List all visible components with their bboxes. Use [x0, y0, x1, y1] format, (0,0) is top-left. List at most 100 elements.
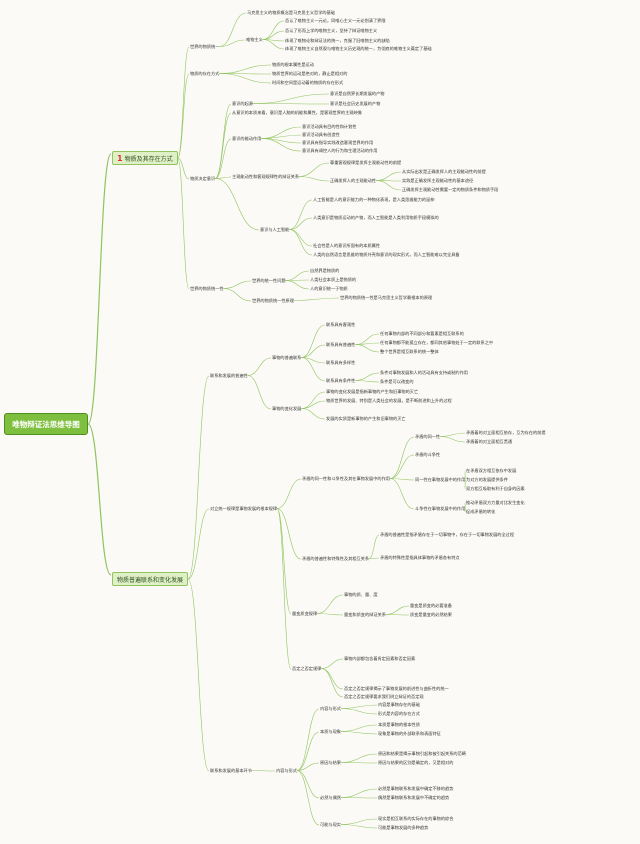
- node-kn[interactable]: 可能与现实: [320, 822, 341, 827]
- node-zg2[interactable]: 正确发挥人的主观能动性: [330, 178, 377, 183]
- node-nr2[interactable]: 形式是内容的存在方式: [378, 711, 420, 716]
- node-fz1[interactable]: 事物的变化发展是指新事物的产生和旧事物的灭亡: [326, 389, 419, 394]
- node-kn1[interactable]: 现实是相互联系的实际存在的事物的综合: [378, 816, 454, 821]
- node-bz2[interactable]: 现象是事物的外部联系和表面特征: [378, 731, 441, 736]
- node-mz-c1[interactable]: 在矛盾双方相互依存中发展: [466, 468, 517, 473]
- node-gl2[interactable]: 否认了形而上学的唯物主义，坚持了辩证唯物主义: [285, 28, 378, 33]
- node-mz-b[interactable]: 矛盾的斗争性: [415, 452, 441, 457]
- node-ys-q1[interactable]: 意识是自然界长期发展的产物: [330, 91, 385, 96]
- node-ys-qiyuan[interactable]: 意识的起源: [232, 101, 253, 106]
- node-nr1[interactable]: 内容是事物存在的基础: [378, 702, 420, 707]
- node-mz-d1[interactable]: 推动矛盾双方力量对比发生变化: [466, 500, 525, 505]
- node-gl1[interactable]: 否认了唯物主义一元论，同唯心主义一元论划清了界限: [285, 18, 386, 23]
- node-bz1[interactable]: 本质是事物的根本性质: [378, 722, 420, 727]
- node-yishi[interactable]: 物质决定意识: [190, 176, 216, 181]
- node-mz-c[interactable]: 同一性在事物发展中的作用: [415, 477, 466, 482]
- node-lx-d[interactable]: 联系具有条件性: [326, 378, 356, 383]
- node-zl2b[interactable]: 质变是量变的必然结果: [410, 612, 452, 617]
- node-shijie-benyuan[interactable]: 世界的物质统一: [190, 44, 220, 49]
- node-lx-d1[interactable]: 条件对事物发展和人的活动具有支持或制约作用: [380, 370, 468, 375]
- node-mz-pt1[interactable]: 矛盾的普遍性是指矛盾存在于一切事物中，存在于一切事物发展的全过程: [380, 532, 515, 537]
- node-mz-c3[interactable]: 双方相互吸取有利于自身的因素: [466, 486, 525, 491]
- root-topic[interactable]: 唯物辩证法思维导图: [4, 413, 88, 435]
- node-rg1[interactable]: 人工智能是人的意识能力的一种物化表现，是人类思维能力的延伸: [313, 197, 435, 202]
- node-mz-a2[interactable]: 矛盾着的对立面相互贯通: [466, 439, 513, 444]
- node-fzy2[interactable]: 意识活动具有创造性: [302, 132, 340, 137]
- node-bzxx[interactable]: 本质与现象: [320, 729, 341, 734]
- node-sj1[interactable]: 世界的统一性问题: [252, 278, 286, 283]
- node-fd2[interactable]: 否定之否定规律揭示了事物发展的前进性与曲折性的统一: [344, 686, 449, 691]
- node-mz-d[interactable]: 斗争性在事物发展中的作用: [415, 506, 466, 511]
- node-nr-group[interactable]: 内容与形式: [276, 768, 297, 773]
- node-yd3[interactable]: 时间和空间是运动着的物质的存在形式: [272, 80, 344, 85]
- node-sj1c[interactable]: 人的意识统一于物质: [310, 286, 348, 291]
- node-zg1[interactable]: 尊重客观规律是发挥主观能动性的前提: [330, 160, 402, 165]
- node-rg4[interactable]: 人类的自然语言是思维的物质外壳和意识的现实形式，而人工智能难以完全具备: [313, 252, 460, 257]
- node-zlgl[interactable]: 量变质变规律: [292, 611, 318, 616]
- node-ys-benzhi[interactable]: 从意识的本质来看，意识是人脑的机能和属性，是客观世界的主观映像: [232, 110, 362, 115]
- node-lx-c[interactable]: 联系具有多样性: [326, 360, 356, 365]
- node-mz-c2[interactable]: 为对方的发展提供条件: [466, 477, 508, 482]
- node-lx-b1[interactable]: 任何事物内部的不同部分和要素是相互联系的: [380, 331, 464, 336]
- node-gl3[interactable]: 体现了唯物论和辩证法的统一，克服了旧唯物主义的缺陷: [285, 38, 390, 43]
- node-sj2[interactable]: 世界的物质统一性原理: [252, 298, 294, 303]
- node-yd1[interactable]: 物质的根本属性是运动: [272, 62, 314, 67]
- node-mz-pt2[interactable]: 矛盾的特殊性是指具体事物的矛盾各有特点: [380, 555, 460, 560]
- branch-matter[interactable]: 1 物质及其存在方式: [112, 151, 178, 165]
- node-fd1[interactable]: 事物内部都包含着肯定因素和否定因素: [344, 656, 416, 661]
- node-rg2[interactable]: 人类意识是物质运动的产物，而人工智能是人类利用物质手段模拟的: [313, 215, 439, 220]
- node-zl1[interactable]: 事物的质、量、度: [344, 592, 378, 597]
- node-fz2[interactable]: 物质世界的发展、特别是人类社会的发展，是不断前进和上升的过程: [326, 398, 452, 403]
- node-zg2c[interactable]: 正确发挥主观能动性需要一定的物质条件和物质手段: [402, 187, 499, 192]
- node-fd3[interactable]: 否定之否定规律要求我们树立辩证的否定观: [344, 694, 424, 699]
- node-rgzn[interactable]: 意识与人工智能: [260, 227, 290, 232]
- node-gl4[interactable]: 体现了唯物主义自然观与唯物主义历史观的统一，为彻底的唯物主义奠定了基础: [285, 46, 432, 51]
- node-bx1[interactable]: 必然是事物联系和发展中确定不移的趋势: [378, 786, 454, 791]
- node-yg1[interactable]: 原因和结果是揭示事物引起和被引起关系的范畴: [378, 751, 466, 756]
- node-fz3[interactable]: 发展的实质是新事物的产生和旧事物的灭亡: [326, 416, 406, 421]
- node-yg2[interactable]: 原因与结果的区别是确定的，又是相对的: [378, 760, 454, 765]
- node-zg2a[interactable]: 从实际出发是正确发挥人的主观能动性的前提: [402, 169, 486, 174]
- node-nr[interactable]: 内容与形式: [320, 706, 341, 711]
- node-jbhj[interactable]: 联系和发展的基本环节: [210, 768, 252, 773]
- node-lianxi[interactable]: 联系和发展的普遍性: [210, 373, 248, 378]
- node-lx-putong[interactable]: 事物的普遍联系: [272, 355, 302, 360]
- node-guannian[interactable]: 马克思主义的物质概念是马克思主义哲学的基础: [247, 10, 335, 15]
- node-wuzhi[interactable]: 物质的存在方式: [190, 71, 220, 76]
- node-sjgwz[interactable]: 世界的物质统一性: [190, 286, 224, 291]
- node-zl2a[interactable]: 量变是质变的必要准备: [410, 603, 452, 608]
- node-yg[interactable]: 原因与结果: [320, 760, 341, 765]
- node-lx-a[interactable]: 联系具有客观性: [326, 322, 356, 327]
- node-fdgl[interactable]: 否定之否定规律: [292, 666, 322, 671]
- node-fzy3[interactable]: 意识具有指导实践改造客观世界的作用: [302, 140, 374, 145]
- node-sj1b[interactable]: 人类社会本质上是物质的: [310, 277, 357, 282]
- node-zl2[interactable]: 量变和质变的辩证关系: [344, 612, 386, 617]
- node-mz[interactable]: 矛盾的同一性和斗争性及其在事物发展中的作用: [302, 476, 390, 481]
- node-fzy1[interactable]: 意识活动具有目的性和计划性: [302, 124, 357, 129]
- node-mz-d2[interactable]: 促成矛盾的转化: [466, 509, 496, 514]
- node-mz-a[interactable]: 矛盾的同一性: [415, 434, 441, 439]
- node-bx2[interactable]: 偶然是事物联系和发展中不确定的趋势: [378, 795, 450, 800]
- node-sj1a[interactable]: 自然界是物质的: [310, 268, 340, 273]
- node-lx-b2[interactable]: 任何事物都不能孤立存在，都同其他事物处于一定的联系之中: [380, 340, 494, 345]
- node-lx-d2[interactable]: 条件是可以改变的: [380, 379, 414, 384]
- node-dxgl[interactable]: 对立统一规律是事物发展的根本规律: [210, 506, 278, 511]
- node-lx-b3[interactable]: 整个世界是相互联系的统一整体: [380, 349, 439, 354]
- connector-14: [219, 73, 272, 84]
- node-zgndx[interactable]: 主观能动性和客观规律性的辩证关系: [232, 174, 300, 179]
- node-sj2a[interactable]: 世界的物质统一性是马克思主义哲学最根本的原理: [340, 295, 433, 300]
- node-zg2b[interactable]: 实践是正确发挥主观能动性的基本途径: [402, 178, 474, 183]
- node-kn2[interactable]: 可能是事物发展的多种趋势: [378, 825, 429, 830]
- node-bx[interactable]: 必然与偶然: [320, 795, 341, 800]
- node-fzy[interactable]: 意识的能动作用: [232, 136, 262, 141]
- node-fzy4[interactable]: 意识具有调控人的行为和生理活动的作用: [302, 148, 378, 153]
- node-mz-a1[interactable]: 矛盾着的对立面相互依存，互为存在的前提: [466, 430, 546, 435]
- node-yd2[interactable]: 物质世界的运动是绝对的，静止是相对的: [272, 71, 348, 76]
- node-lx-b[interactable]: 联系具有普遍性: [326, 342, 356, 347]
- node-fz[interactable]: 事物的变化发展: [272, 406, 302, 411]
- node-mz-pt[interactable]: 矛盾的普遍性和特殊性及其相互关系: [302, 556, 370, 561]
- node-rg3[interactable]: 社会性是人的意识所固有的本质属性: [313, 243, 381, 248]
- node-weiwu[interactable]: 唯物主义: [246, 37, 263, 42]
- branch-connection[interactable]: 物质普遍联系和变化发展: [112, 572, 189, 586]
- node-ys-q2[interactable]: 意识是社会历史发展的产物: [330, 101, 381, 106]
